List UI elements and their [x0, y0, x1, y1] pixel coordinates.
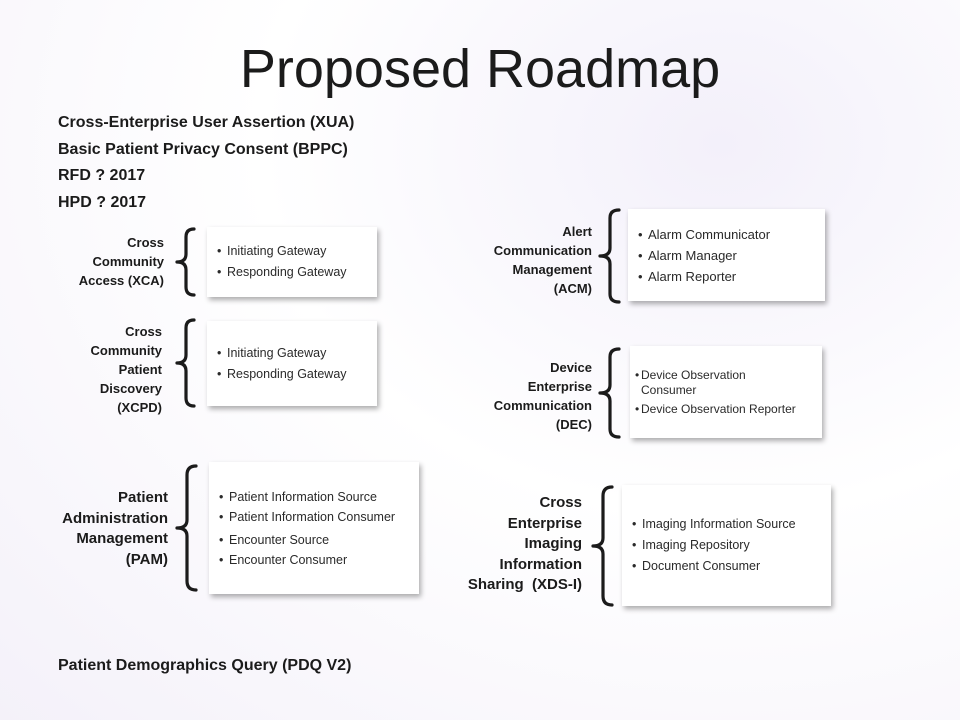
group-label-line: (DEC) — [555, 417, 592, 432]
group-label-line: Cross — [127, 235, 164, 250]
intro-item: Basic Patient Privacy Consent (BPPC) — [58, 140, 348, 158]
list-item: Initiating Gateway — [217, 241, 347, 262]
brace-icon — [591, 485, 614, 607]
brace-icon — [175, 227, 196, 297]
group-label-acm: Alert Communication Management (ACM) — [460, 222, 592, 298]
intro-item: HPD ? 2017 — [58, 193, 147, 211]
list-item: Device Observation Reporter — [635, 402, 822, 417]
list-item: Imaging Information Source — [632, 514, 796, 535]
group-label-line: Enterprise — [507, 514, 582, 532]
list-item: Encounter Source — [219, 530, 395, 550]
list-item: Responding Gateway — [217, 262, 347, 283]
list-item: Responding Gateway — [217, 364, 347, 385]
group-box-dec: Device Observation Consumer Device Obser… — [630, 346, 822, 438]
list-item: Device Observation Consumer — [635, 368, 822, 398]
brace-icon — [175, 464, 198, 592]
list-item: Alarm Manager — [638, 245, 770, 266]
group-label-line: Patient — [118, 362, 162, 377]
group-box-xds-i: Imaging Information Source Imaging Repos… — [622, 485, 831, 606]
group-label-line: (XCPD) — [117, 400, 162, 415]
group-label-xcpd: Cross Community Patient Discovery (XCPD) — [40, 322, 163, 417]
intro-item: RFD ? 2017 — [58, 167, 146, 184]
group-label-xca: Cross Community Access (XCA) — [40, 233, 164, 290]
brace-icon — [598, 208, 621, 304]
list-item: Patient Information Consumer — [219, 510, 395, 525]
list-item: Document Consumer — [632, 556, 796, 577]
group-label-line: Communication — [493, 243, 592, 258]
group-box-xca: Initiating Gateway Responding Gateway — [207, 227, 377, 297]
list-item: Alarm Reporter — [638, 266, 770, 287]
group-label-line: Community — [90, 343, 163, 358]
group-label-line: Alert — [562, 224, 592, 239]
group-label-pam: Patient Administration Management (PAM) — [30, 488, 168, 570]
group-label-line: Access (XCA) — [78, 273, 164, 288]
group-label-line: Management — [76, 530, 168, 547]
brace-icon — [175, 318, 196, 408]
group-label-line: Information — [499, 555, 583, 573]
group-label-line: (PAM) — [125, 550, 168, 568]
intro-list: Cross-Enterprise User Assertion (XUA) Ba… — [58, 110, 354, 216]
brace-icon — [598, 347, 621, 439]
footer-text: Patient Demographics Query (PDQ V2) — [58, 657, 352, 674]
list-item: Initiating Gateway — [217, 343, 347, 364]
group-label-line: (ACM) — [553, 281, 592, 296]
group-box-pam: Patient Information Source Patient Infor… — [209, 462, 419, 594]
slide-title: Proposed Roadmap — [239, 39, 721, 99]
list-item: Imaging Repository — [632, 535, 796, 556]
group-label-line: Patient — [117, 489, 168, 506]
list-item: Encounter Consumer — [219, 550, 395, 570]
list-item: Alarm Communicator — [638, 224, 770, 245]
group-label-xds-i: Cross Enterprise Imaging Information Sha… — [440, 493, 582, 596]
group-label-line: Communication — [493, 398, 592, 413]
group-label-line: Community — [92, 254, 165, 269]
group-label-line: Imaging — [524, 535, 582, 552]
group-label-line: Management — [512, 262, 592, 277]
group-box-xcpd: Initiating Gateway Responding Gateway — [207, 321, 377, 406]
group-label-line: Discovery — [99, 381, 162, 396]
group-label-line: Enterprise — [527, 379, 592, 394]
list-item: Patient Information Source — [219, 487, 395, 507]
group-label-line: Cross — [539, 494, 582, 511]
intro-item: Cross-Enterprise User Assertion (XUA) — [58, 114, 355, 131]
group-label-line: Sharing (XDS-I) — [467, 576, 582, 593]
group-label-line: Administration — [62, 509, 168, 527]
group-box-acm: Alarm Communicator Alarm Manager Alarm R… — [628, 209, 825, 301]
group-label-line: Cross — [125, 324, 162, 339]
group-label-dec: Device Enterprise Communication (DEC) — [460, 358, 592, 434]
group-label-line: Device — [550, 360, 592, 375]
